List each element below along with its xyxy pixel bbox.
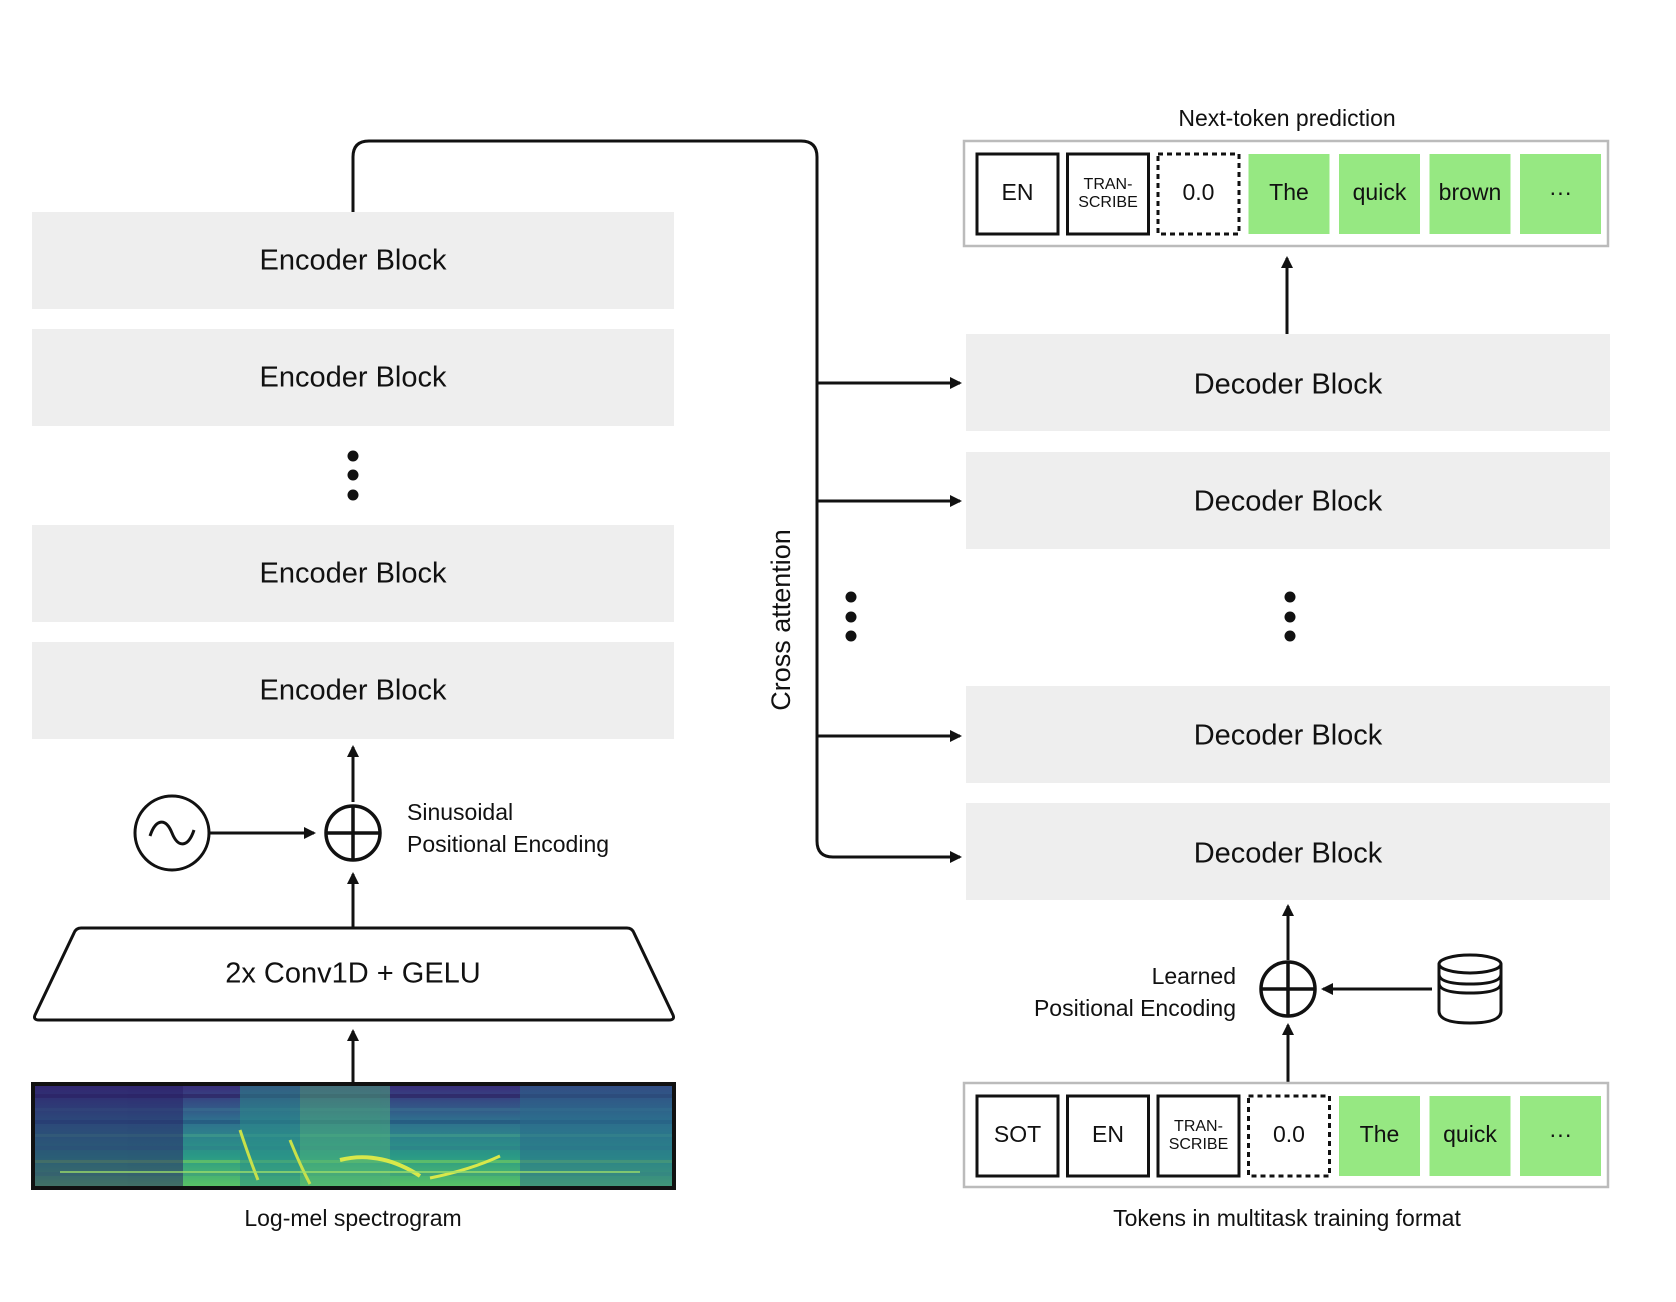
token-special: TRAN-SCRIBE: [1066, 152, 1150, 236]
token-label: SCRIBE: [1169, 1136, 1229, 1153]
cross-attention-label: Cross attention: [766, 529, 796, 711]
token-text: quick: [1429, 1096, 1511, 1176]
token-special: SOT: [975, 1094, 1060, 1178]
token-text: quick: [1339, 154, 1420, 234]
token-box: [975, 1094, 1060, 1178]
token-label: The: [1360, 1121, 1400, 1147]
token-box: [1429, 1096, 1511, 1176]
token-label: EN: [1002, 179, 1034, 205]
vertical-ellipsis-icon: [347, 450, 359, 501]
token-special: EN: [975, 152, 1060, 236]
token-label: 0.0: [1183, 179, 1215, 205]
vertical-ellipsis-icon: [1284, 591, 1296, 642]
vertical-ellipsis-icon: [845, 591, 857, 642]
positional-encoding-label: Positional Encoding: [1034, 995, 1236, 1021]
token-text: brown: [1429, 154, 1511, 234]
token-text: ···: [1520, 1096, 1601, 1176]
encoder-stack: Encoder Block Encoder Block Encoder Bloc…: [32, 212, 674, 739]
decoder-block: Decoder Block: [966, 686, 1610, 783]
encoder-block-label: Encoder Block: [260, 362, 447, 394]
encoder-block: Encoder Block: [32, 212, 674, 309]
token-label: 0.0: [1273, 1121, 1305, 1147]
token-text: ···: [1520, 154, 1601, 234]
positional-encoding-label: Positional Encoding: [407, 831, 609, 857]
token-label: quick: [1443, 1121, 1497, 1147]
token-box: [1339, 1096, 1420, 1176]
token-label: quick: [1353, 179, 1407, 205]
token-text: The: [1339, 1096, 1420, 1176]
decoder-block-label: Decoder Block: [1194, 838, 1383, 870]
token-box: [975, 152, 1060, 236]
decoder-block: Decoder Block: [966, 803, 1610, 900]
token-label: brown: [1439, 179, 1502, 205]
token-label: ···: [1549, 1121, 1572, 1147]
decoder-block: Decoder Block: [966, 452, 1610, 549]
output-token-row: EN TRAN-SCRIBE 0.0 The quick brown ···: [962, 139, 1610, 248]
token-box: [1429, 154, 1511, 234]
learned-label: Learned: [1152, 963, 1236, 989]
token-special: EN: [1066, 1094, 1150, 1178]
token-label: The: [1269, 179, 1309, 205]
conv-block-label: 2x Conv1D + GELU: [225, 958, 480, 990]
sinusoid-icon: [133, 794, 211, 872]
token-box: [1066, 1094, 1150, 1178]
token-special: 0.0: [1156, 152, 1241, 236]
token-special: TRAN-SCRIBE: [1156, 1094, 1241, 1178]
input-token-row: SOT EN TRAN-SCRIBE 0.0 The quick ···: [962, 1081, 1610, 1189]
token-label: TRAN-: [1084, 176, 1133, 193]
token-box: [1066, 152, 1150, 236]
sinusoidal-label: Sinusoidal: [407, 799, 513, 825]
token-label: EN: [1092, 1121, 1124, 1147]
decoder-stack: Decoder Block Decoder Block Decoder Bloc…: [966, 334, 1610, 900]
token-box: [1339, 154, 1420, 234]
multitask-format-caption: Tokens in multitask training format: [1113, 1205, 1461, 1231]
decoder-block-label: Decoder Block: [1194, 720, 1383, 752]
encoder-block: Encoder Block: [32, 525, 674, 622]
token-special: 0.0: [1247, 1094, 1331, 1178]
token-label: ···: [1549, 179, 1572, 205]
decoder-block-label: Decoder Block: [1194, 369, 1383, 401]
token-label: SOT: [994, 1121, 1041, 1147]
token-box: [1520, 154, 1601, 234]
conv-block: 2x Conv1D + GELU: [33, 926, 675, 1022]
token-box: [1156, 1094, 1241, 1178]
token-box: [1520, 1096, 1601, 1176]
encoder-block: Encoder Block: [32, 642, 674, 739]
decoder-block: Decoder Block: [966, 334, 1610, 431]
encoder-block-label: Encoder Block: [260, 245, 447, 277]
token-box: [1248, 154, 1330, 234]
encoder-block-label: Encoder Block: [260, 558, 447, 590]
spectrogram-caption: Log-mel spectrogram: [244, 1205, 461, 1231]
token-text: The: [1248, 154, 1330, 234]
decoder-block-label: Decoder Block: [1194, 486, 1383, 518]
add-circle-icon: [324, 804, 382, 862]
cross-attention-connector: [351, 139, 962, 863]
token-box: [1156, 152, 1241, 236]
database-icon: [1437, 953, 1503, 1025]
token-label: SCRIBE: [1078, 194, 1138, 211]
next-token-caption: Next-token prediction: [1178, 105, 1395, 131]
add-circle-icon: [1259, 960, 1317, 1018]
encoder-block: Encoder Block: [32, 329, 674, 426]
spectrogram-image: [31, 1082, 676, 1190]
token-label: TRAN-: [1174, 1118, 1223, 1135]
token-box: [1247, 1094, 1331, 1178]
encoder-block-label: Encoder Block: [260, 675, 447, 707]
